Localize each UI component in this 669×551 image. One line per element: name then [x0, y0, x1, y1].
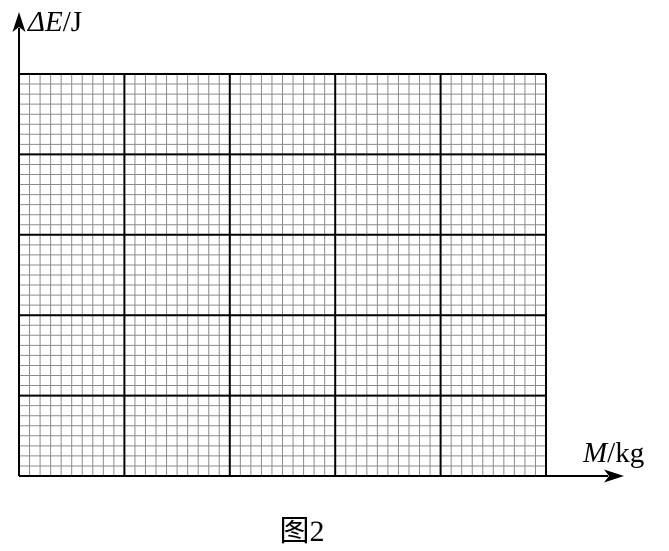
x-axis-unit: /kg	[607, 437, 644, 469]
y-axis-symbol: ΔE	[27, 6, 63, 38]
y-axis-arrow-icon	[12, 12, 26, 32]
x-axis-arrow-icon	[604, 469, 624, 483]
y-axis-unit: /J	[63, 6, 82, 38]
x-axis-symbol: M	[582, 437, 609, 469]
figure-caption: 图2	[280, 515, 325, 548]
x-axis-label: M/kg	[582, 437, 644, 469]
minor-grid	[19, 74, 546, 476]
y-axis-label: ΔE/J	[27, 6, 82, 38]
